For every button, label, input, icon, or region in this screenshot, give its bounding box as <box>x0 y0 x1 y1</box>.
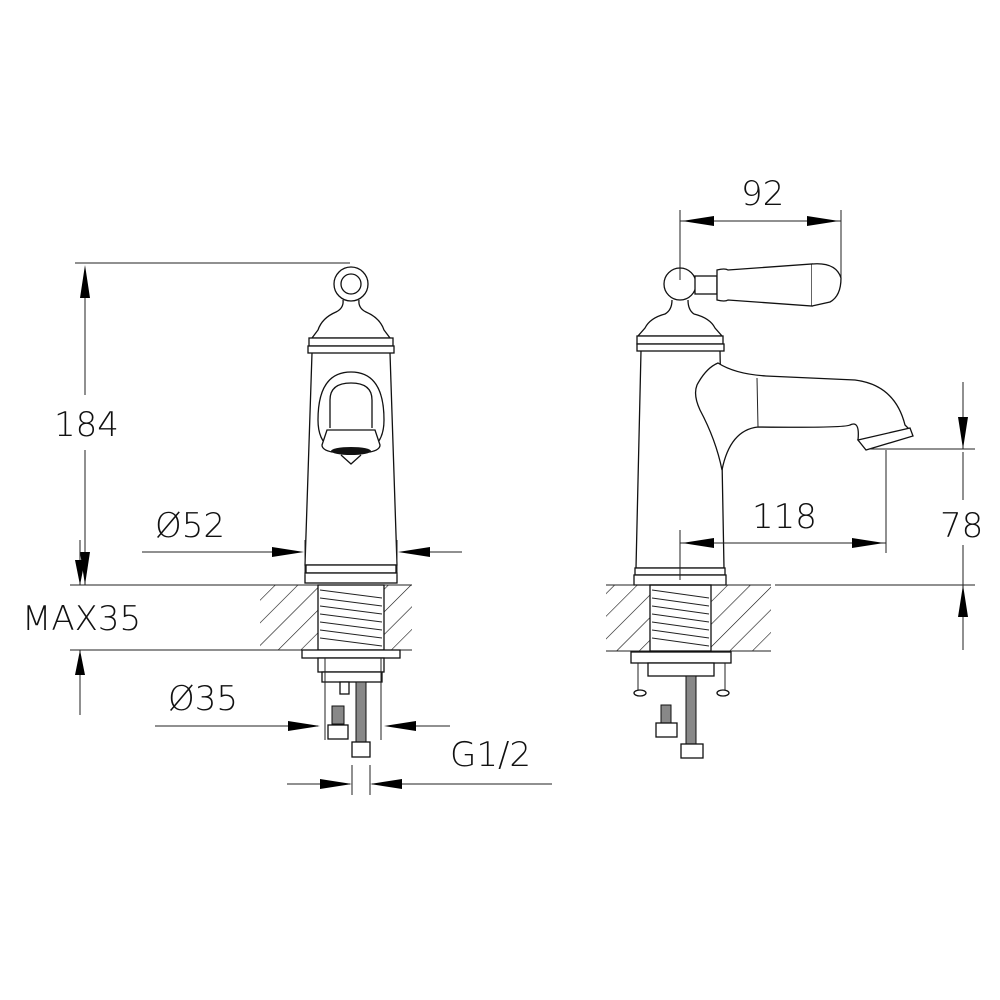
deck-section-side <box>606 584 771 652</box>
body-diameter-label: Ø52 <box>155 506 225 546</box>
spout-height-label: 78 <box>940 506 983 546</box>
handle-reach-dimension: 92 <box>679 174 842 280</box>
hole-diameter-dimension: Ø35 <box>155 679 450 731</box>
front-view: 184 Ø52 <box>22 262 552 795</box>
deck-thickness-label: MAX35 <box>22 599 141 639</box>
height-label: 184 <box>54 405 119 445</box>
thread-dimension: G1/2 <box>287 735 552 795</box>
lever-handle <box>663 263 842 307</box>
spout-height-dimension: 78 <box>775 382 983 650</box>
hole-diameter-label: Ø35 <box>168 679 238 719</box>
deck-thickness-dimension: MAX35 <box>22 540 141 715</box>
spout-reach-label: 118 <box>752 497 817 537</box>
body-diameter-dimension: Ø52 <box>142 506 462 575</box>
mounting-hardware-front <box>301 649 401 758</box>
thread-label: G1/2 <box>450 735 531 775</box>
spout-reach-dimension: 118 <box>679 450 887 580</box>
faucet-body-front <box>304 266 398 584</box>
handle-reach-label: 92 <box>741 174 784 214</box>
mounting-hardware-side <box>630 651 732 759</box>
side-view: 92 118 <box>606 174 983 759</box>
